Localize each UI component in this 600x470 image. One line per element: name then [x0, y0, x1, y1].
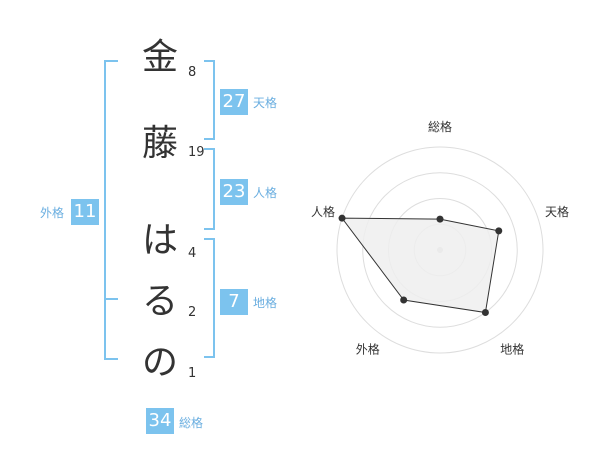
- jinkaku-label: 人格: [253, 186, 278, 200]
- radar-grid-ring: [336, 146, 544, 354]
- stroke-count-1: 8: [188, 65, 197, 80]
- jinkaku-value-badge: 23: [220, 179, 248, 205]
- tenkaku-bracket: [204, 60, 215, 140]
- radar-point-4: [400, 296, 408, 304]
- chikaku-label: 地格: [253, 296, 278, 310]
- radar-axis-label-1: 総格: [428, 119, 452, 134]
- tenkaku-value-badge: 27: [220, 89, 248, 115]
- radar-point-1: [436, 215, 444, 223]
- name-char-4: る: [141, 281, 178, 322]
- gaikaku-label: 外格: [40, 206, 65, 220]
- gaikaku-bracket-tick: [104, 298, 118, 300]
- radar-axis-label-2: 天格: [545, 204, 569, 219]
- name-char-5: の: [141, 342, 178, 383]
- stroke-count-4: 2: [188, 305, 197, 320]
- name-char-2: 藤: [141, 123, 178, 164]
- radar-axis-label-4: 外格: [356, 342, 380, 357]
- gaikaku-bracket: [104, 60, 118, 360]
- chikaku-value-badge: 7: [220, 289, 248, 315]
- stroke-count-3: 4: [188, 246, 197, 261]
- radar-axis-label-5: 人格: [311, 204, 335, 219]
- radar-data-area: [341, 217, 500, 314]
- radar-grid-ring: [362, 172, 518, 328]
- name-char-3: は: [141, 220, 178, 261]
- stroke-count-2: 19: [188, 145, 205, 160]
- radar-point-5: [338, 214, 346, 222]
- name-char-1: 金: [141, 37, 178, 78]
- soukaku-value-badge: 34: [146, 408, 174, 434]
- chikaku-bracket: [204, 238, 215, 358]
- radar-point-2: [495, 227, 503, 235]
- radar-axis-label-3: 地格: [500, 342, 524, 357]
- stroke-count-5: 1: [188, 366, 197, 381]
- radar-point-3: [481, 308, 489, 316]
- gaikaku-value-badge: 11: [71, 199, 99, 225]
- soukaku-label: 総格: [179, 416, 204, 430]
- jinkaku-bracket: [204, 148, 215, 230]
- tenkaku-label: 天格: [253, 96, 278, 110]
